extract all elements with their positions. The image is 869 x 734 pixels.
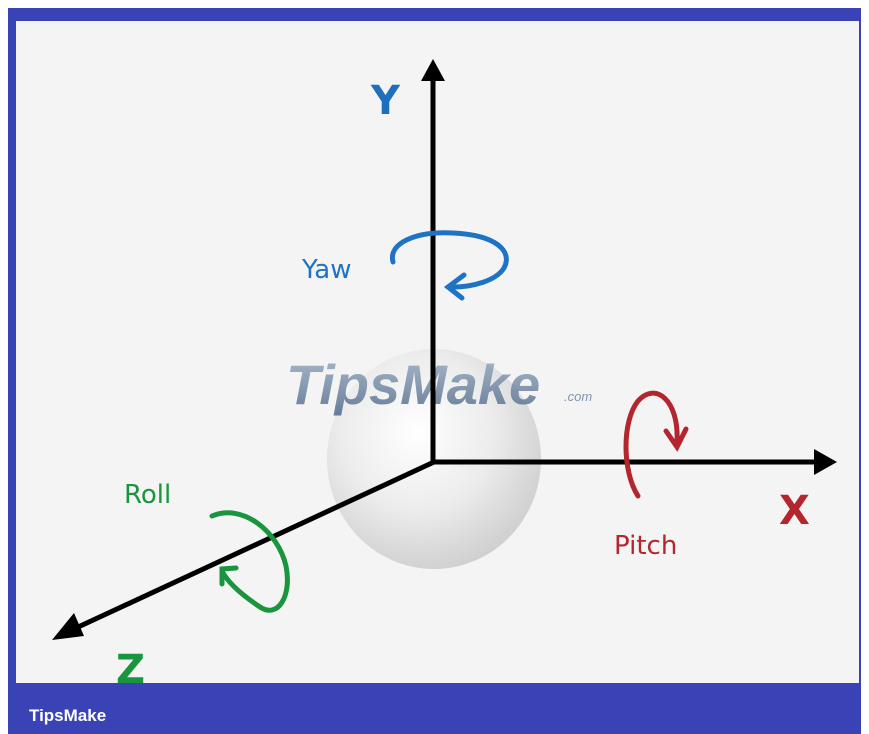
roll-label: Roll	[124, 480, 171, 510]
y-axis-label: Y	[370, 78, 401, 124]
watermark-suffix: .com	[564, 389, 592, 404]
yaw-label: Yaw	[301, 255, 352, 285]
roll-rotation-arrow	[209, 510, 290, 613]
z-axis	[52, 459, 436, 640]
watermark: TipsMake .com	[286, 353, 592, 416]
x-axis-arrowhead	[814, 449, 837, 475]
y-axis-arrowhead	[421, 59, 445, 81]
pitch-label: Pitch	[614, 531, 677, 561]
x-axis	[431, 449, 837, 475]
diagram-canvas: TipsMake .com	[16, 21, 859, 683]
x-axis-label: X	[779, 488, 810, 534]
footer-brand-label: TipsMake	[29, 706, 107, 725]
pitch-rotation-arrow	[623, 390, 689, 499]
axes-diagram: TipsMake .com	[52, 59, 837, 683]
yaw-rotation-arrow	[389, 230, 509, 301]
watermark-text: TipsMake	[286, 353, 540, 416]
z-axis-label: Z	[116, 647, 145, 683]
y-axis	[421, 59, 445, 463]
z-axis-arrowhead	[52, 613, 84, 640]
